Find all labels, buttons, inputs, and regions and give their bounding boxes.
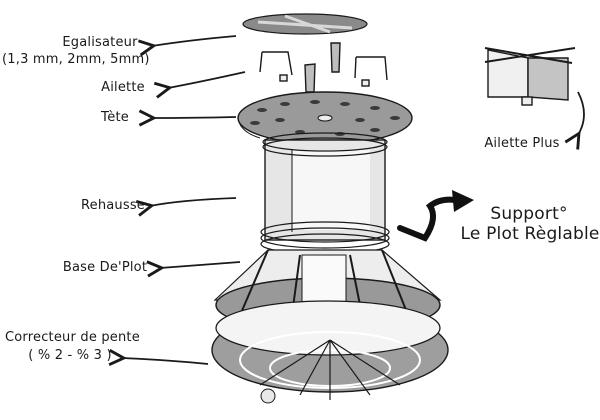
support-arrow-head bbox=[452, 190, 474, 212]
rehausse-part bbox=[260, 132, 390, 255]
label-correcteur: Correcteur de pente bbox=[5, 330, 140, 345]
label-rehausse: Rehausse bbox=[80, 198, 146, 213]
ailette-parts bbox=[259, 42, 388, 93]
label-egalisateur: Egalisateur bbox=[62, 35, 138, 50]
label-base-de-plot: Base De'Plot bbox=[62, 260, 148, 275]
label-ailette: Ailette bbox=[101, 80, 145, 95]
label-arrows bbox=[122, 35, 246, 364]
correcteur-part bbox=[211, 300, 449, 404]
label-correcteur-range: ( % 2 - % 3 ) bbox=[28, 348, 112, 363]
egalisateur-part bbox=[242, 13, 368, 35]
ailette-plus-part bbox=[484, 47, 585, 135]
tete-part bbox=[237, 91, 413, 145]
label-plot-reglable: Le Plot Règlable bbox=[460, 224, 600, 244]
support-arrow bbox=[397, 196, 458, 242]
label-tete: Tète bbox=[100, 110, 129, 125]
label-ailette-plus: Ailette Plus bbox=[484, 136, 560, 151]
label-support: Support° bbox=[490, 204, 568, 224]
label-egalisateur-sizes: (1,3 mm, 2mm, 5mm) bbox=[2, 52, 150, 67]
